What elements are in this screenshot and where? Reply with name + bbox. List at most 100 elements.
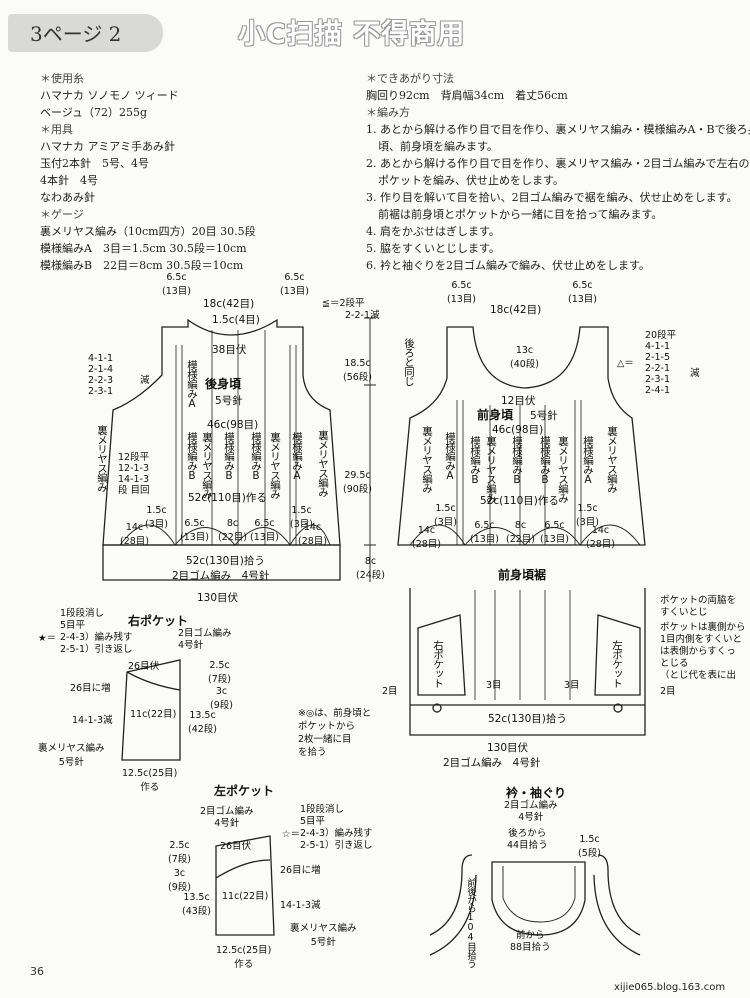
- step-3a: 3. 作り目を解いて目を拾い、2目ゴム編みで裾を編み、伏せ止めをします。: [366, 191, 738, 204]
- back-side-label: 裏メリヤス編み: [96, 425, 108, 492]
- front-hem-columns: [474, 590, 571, 700]
- back-shoulder-left: 6.5c(13目): [162, 272, 192, 297]
- front-pattern-a-right: 模様編みA: [582, 436, 594, 485]
- page-tab-label: 3ページ 2: [30, 22, 122, 46]
- armhole-side-pick: 前後から104目拾う: [465, 878, 476, 968]
- front-pattern-b-1: 模様編みB: [469, 436, 481, 485]
- method-block: ＊できあがり寸法 胸回り92cm 背肩幅34cm 着丈56cm ＊編み方 1. …: [366, 70, 750, 274]
- back-rev-st-right: 裏メリヤス編み: [317, 430, 329, 497]
- height-upper: 18.5c(56段): [343, 358, 373, 383]
- front-rev-st-2: 裏メリヤス編み: [557, 436, 569, 503]
- right-pocket-bottom: 12.5c(25目)作る: [122, 768, 178, 793]
- left-pocket-bottom: 12.5c(25目)作る: [216, 945, 272, 970]
- back-col-b: 8c(22目): [218, 518, 248, 543]
- back-hem-cast-on: 52c(110目)作る: [188, 492, 267, 504]
- yarn-line-2: ベージュ（72）255g: [40, 106, 148, 119]
- tools-line-4: なわあみ針: [40, 191, 95, 204]
- front-tri-label: △＝: [617, 358, 634, 369]
- step-1a: 1. あとから解ける作り目で目を作り、裏メリヤス編み・模様編みA・Bで後ろ身: [366, 123, 750, 136]
- gauge-line-3: 模様編みB 22目＝8cm 30.5段＝10cm: [40, 259, 244, 272]
- back-needle: 5号針: [215, 395, 243, 407]
- right-pocket-bind: 26目伏: [128, 661, 160, 672]
- page-number: 36: [30, 965, 44, 978]
- back-rev-st-2: 裏メリヤス編み: [269, 432, 281, 499]
- left-pocket-outline: [215, 835, 275, 936]
- back-rev-st-1: 裏メリヤス編み: [201, 432, 213, 499]
- right-pocket-upper-height: 3c(9段): [210, 686, 233, 711]
- pocket-side-note: ポケットの両脇をすくいとじ: [660, 595, 737, 618]
- collar-title: 衿・袖ぐり: [506, 786, 567, 800]
- left-pocket-body-height: 13.5c(43段): [182, 892, 212, 917]
- front-neck-width: 18c(42目): [490, 304, 542, 316]
- step-3b: 前裾は前身頃とポケットから一緒に目を拾って編みます。: [378, 208, 663, 221]
- front-hem-edge-left: 2目: [382, 686, 398, 697]
- back-dec-word: 減: [140, 375, 150, 386]
- front-needle: 5号針: [530, 410, 558, 422]
- back-col-side-left: 14c(28目): [120, 522, 150, 547]
- front-rev-st-left: 裏メリヤス編み: [421, 426, 433, 493]
- back-neck-depth: 1.5c(4目): [212, 314, 260, 326]
- front-chest: 46c(98目): [492, 424, 544, 436]
- right-pocket-top-height: 2.5c(7段): [208, 660, 231, 685]
- right-pocket-dec: 14-1-3減: [72, 715, 113, 726]
- height-rib: 8c(24段): [356, 556, 386, 581]
- right-pocket-mid-width: 11c(22目): [130, 709, 177, 720]
- gauge-line-2: 模様編みA 3目＝1.5cm 30.5段＝10cm: [40, 242, 247, 255]
- front-pattern-b-3: 模様編みB: [539, 436, 551, 485]
- right-pocket-inc: 26目に増: [70, 683, 111, 694]
- step-2a: 2. あとから解ける作り目で目を作り、裏メリヤス編み・2目ゴム編みで左右の: [366, 157, 750, 170]
- front-hem-edge-right: 2目: [660, 686, 676, 697]
- left-pocket-title: 左ポケット: [214, 784, 275, 798]
- step-6: 6. 衿と袖ぐりを2目ゴム編みで編み、伏せ止めをします。: [366, 259, 650, 272]
- step-1b: 頃、前身頃を編みます。: [378, 140, 498, 153]
- back-shoulder-right: 6.5c(13目): [280, 272, 310, 297]
- step-5: 5. 脇をすくいとじします。: [366, 242, 500, 255]
- gauge-heading: ＊ゲージ: [40, 208, 84, 221]
- front-body-outline: [397, 326, 646, 546]
- back-rib-bind: 130目伏: [197, 592, 239, 604]
- back-pattern-b-1: 模様編みB: [186, 432, 198, 481]
- front-hem-title: 前身頃裾: [498, 568, 547, 582]
- back-hem-arcs: [119, 524, 331, 546]
- join-mark-left: [432, 703, 442, 713]
- front-pattern-b-2: 模様編みB: [511, 436, 523, 485]
- back-body-title: 後身頃: [205, 377, 242, 391]
- left-pocket-top-height: 2.5c(7段): [168, 840, 191, 865]
- tools-heading: ＊用具: [40, 123, 73, 136]
- back-col-a-left: 6.5c(13目): [180, 518, 210, 543]
- front-shoulder-right: 6.5c(13目): [568, 280, 598, 305]
- collar-edge: 1.5c(5段): [578, 834, 601, 859]
- shoulder-rule-2: 2-2-1減: [345, 310, 380, 321]
- step-2b: ポケットを編み、伏せ止めをします。: [378, 174, 564, 187]
- front-pattern-a-left: 模様編みA: [444, 432, 456, 481]
- height-body: 29.5c(90段): [343, 470, 373, 495]
- back-bind-off: 38目伏: [212, 344, 247, 356]
- front-rev-st-1: 裏メリヤス編み: [485, 436, 497, 503]
- shoulder-rule: ≦＝2段平: [322, 298, 365, 309]
- front-col-b: 8c(22目): [506, 520, 536, 545]
- front-body-title: 前身頃: [477, 408, 514, 422]
- front-hem-left-pocket: 左ポケット: [611, 640, 623, 688]
- left-pocket-mid-width: 11c(22目): [222, 891, 269, 902]
- front-hem-assembly: [409, 588, 646, 736]
- tools-line-3: 4本針 4号: [40, 174, 98, 187]
- armhole-right: [593, 854, 641, 956]
- right-pocket-outline: [121, 659, 181, 761]
- left-pocket-dec: 14-1-3減: [280, 900, 321, 911]
- back-pattern-b-3: 模様編みB: [250, 432, 262, 481]
- blog-url: xijie065.blog.163.com: [614, 982, 726, 993]
- collar-inner: [502, 866, 576, 923]
